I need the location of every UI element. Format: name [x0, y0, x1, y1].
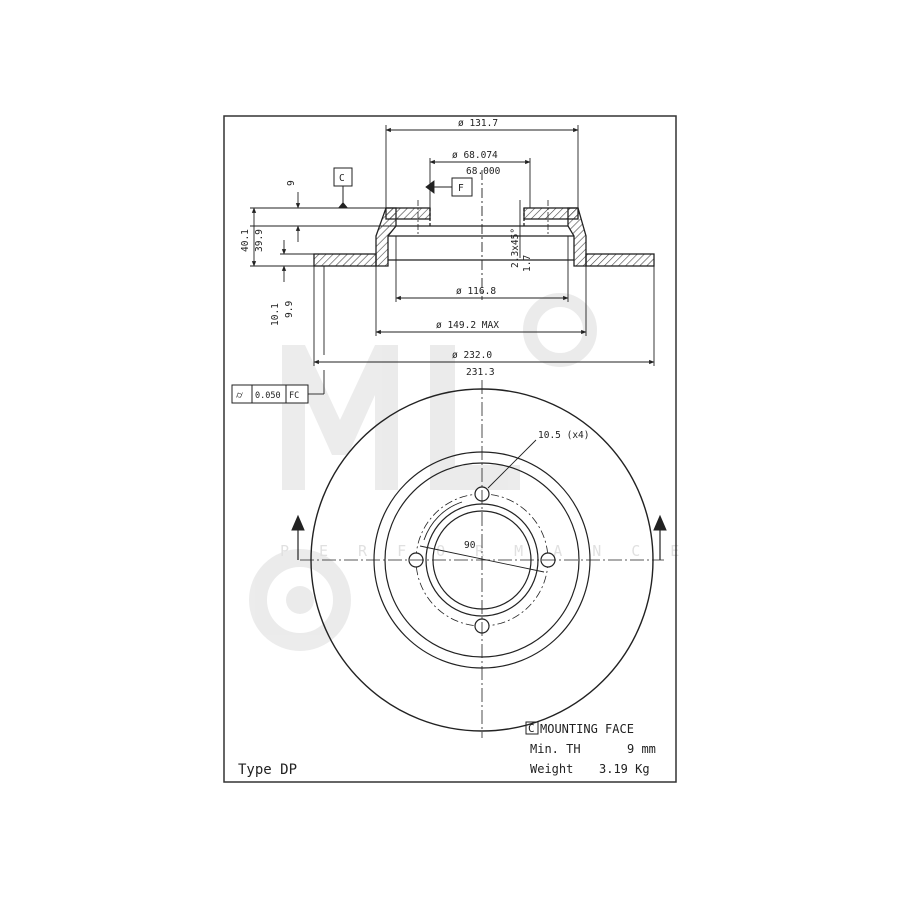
- section-arrow-right: [653, 514, 667, 531]
- drawing-frame: [223, 115, 677, 783]
- friction-ring-left: [313, 253, 377, 267]
- dim-39-9: 39.9: [254, 229, 265, 252]
- bolt-hole-label: 10.5 (x4): [538, 430, 589, 441]
- dim-68-074: ø 68.074: [452, 150, 498, 161]
- tolerance-value: 0.050: [255, 391, 281, 401]
- dim-131-7: ø 131.7: [458, 118, 498, 129]
- weight-label: Weight: [530, 762, 573, 776]
- notes-block: C MOUNTING FACE Min. TH 9 mm Weight 3.19…: [525, 721, 656, 776]
- runout-icon: ⌭: [236, 390, 244, 401]
- watermark-text: PERFORMANCE: [280, 542, 709, 560]
- dim-116-8: ø 116.8: [456, 286, 496, 297]
- dim-chamfer: 2.3x45°: [510, 228, 521, 268]
- type-label: Type DP: [238, 762, 297, 778]
- angle-label: 90: [464, 540, 476, 551]
- front-view: [291, 380, 667, 738]
- mounting-datum-letter: C: [528, 722, 535, 735]
- extension-lines: [250, 125, 655, 366]
- dim-height-9: 9: [286, 180, 297, 186]
- dim-10-1: 10.1: [270, 303, 281, 326]
- dimension-texts: ø 131.7 ø 68.074 68.000 ø 116.8 ø 149.2 …: [240, 118, 533, 378]
- min-th-label: Min. TH: [530, 742, 581, 756]
- hat-top-left: [385, 207, 431, 220]
- dim-68-000: 68.000: [466, 166, 501, 177]
- weight-value: 3.19 Kg: [599, 762, 650, 776]
- dim-149-2: ø 149.2 MAX: [436, 320, 499, 331]
- datum-c-label: C: [339, 173, 345, 184]
- datum-f: F: [451, 177, 473, 197]
- section-arrow-left: [291, 514, 305, 531]
- mounting-face-text: MOUNTING FACE: [540, 722, 634, 736]
- min-th-value: 9 mm: [627, 742, 656, 756]
- dim-232-0: ø 232.0: [452, 350, 492, 361]
- friction-ring-right: [585, 253, 655, 267]
- dim-40-1: 40.1: [240, 229, 251, 252]
- dimension-lines: [251, 127, 655, 395]
- dim-9-9: 9.9: [284, 301, 295, 318]
- tolerance-datum: FC: [289, 391, 299, 401]
- datum-f-label: F: [458, 183, 464, 194]
- datum-c: C: [333, 167, 353, 208]
- section-view: [313, 170, 655, 300]
- dim-231-3: 231.3: [466, 367, 495, 378]
- dim-chamfer-2: 1.7: [522, 255, 533, 272]
- runout-tolerance-frame: ⌭ 0.050 FC: [231, 384, 309, 404]
- hat-top-right: [523, 207, 579, 220]
